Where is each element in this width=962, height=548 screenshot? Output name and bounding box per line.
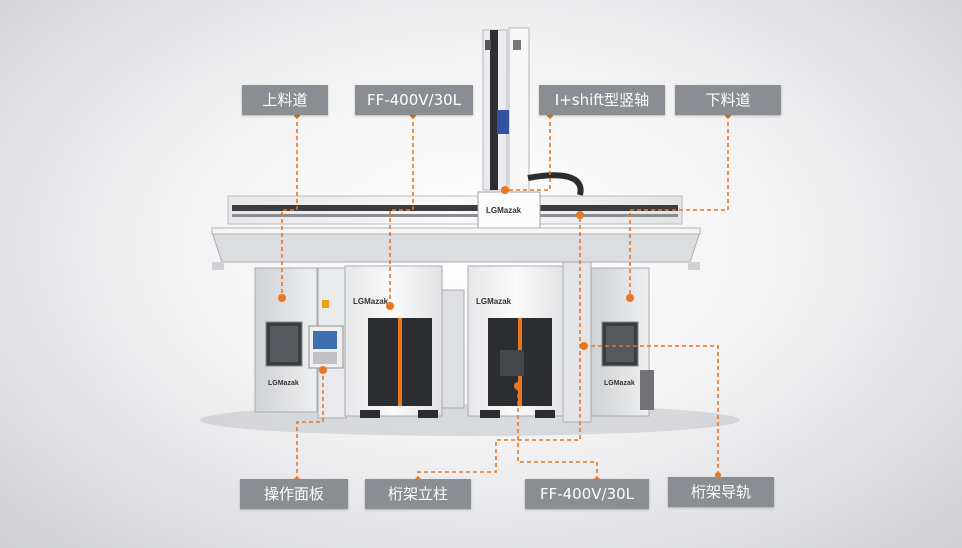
- leader-operation-panel: [296, 370, 324, 480]
- callout-gantry-rail: 桁架导轨: [668, 477, 774, 507]
- logo-left-cabinet: LGMazak: [268, 380, 299, 387]
- vertical-axis-tower: [482, 27, 584, 196]
- leader-dot-machine-left: [386, 302, 394, 310]
- logo-carriage: LGMazak: [486, 206, 522, 215]
- leader-machine-right: [517, 386, 598, 480]
- leader-dot-vertical-axis: [501, 186, 509, 194]
- right-gantry-column: [562, 261, 654, 423]
- logo-left-machine: LGMazak: [353, 297, 389, 306]
- leader-dot-gantry-rail-bottom: [715, 472, 721, 478]
- callout-feed-out: 下料道: [675, 85, 781, 115]
- leader-dot-operation-panel: [319, 366, 327, 374]
- conveyor-trough: [211, 227, 701, 270]
- leader-dot-machine-right: [514, 382, 522, 390]
- leader-dot-gantry-rail: [580, 342, 588, 350]
- operation-panel-unit: [308, 267, 347, 419]
- callout-feed-in: 上料道: [242, 85, 328, 115]
- callout-machine-right: FF-400V/30L: [525, 479, 649, 509]
- logo-right-cabinet: LGMazak: [604, 380, 635, 387]
- leader-gantry-rail: [584, 345, 719, 475]
- leader-vertical-axis: [505, 115, 551, 191]
- callout-operation-panel: 操作面板: [240, 479, 348, 509]
- leader-feed-in: [281, 115, 298, 298]
- callout-machine-left: FF-400V/30L: [355, 85, 473, 115]
- right-machining-center: [467, 265, 564, 418]
- leader-dot-gantry-column: [576, 211, 584, 219]
- left-machining-center: [344, 265, 465, 418]
- leader-gantry-column: [417, 215, 581, 480]
- leader-dot-feed-in: [278, 294, 286, 302]
- leader-machine-left: [389, 115, 414, 306]
- callout-gantry-column: 桁架立柱: [365, 479, 471, 509]
- left-side-cabinet: [254, 267, 318, 413]
- leader-feed-out: [629, 115, 729, 298]
- logo-right-machine: LGMazak: [476, 297, 512, 306]
- leader-dot-feed-out: [626, 294, 634, 302]
- gantry-rail-beam: [227, 195, 683, 225]
- callout-vertical-axis: I+shift型竖轴: [539, 85, 665, 115]
